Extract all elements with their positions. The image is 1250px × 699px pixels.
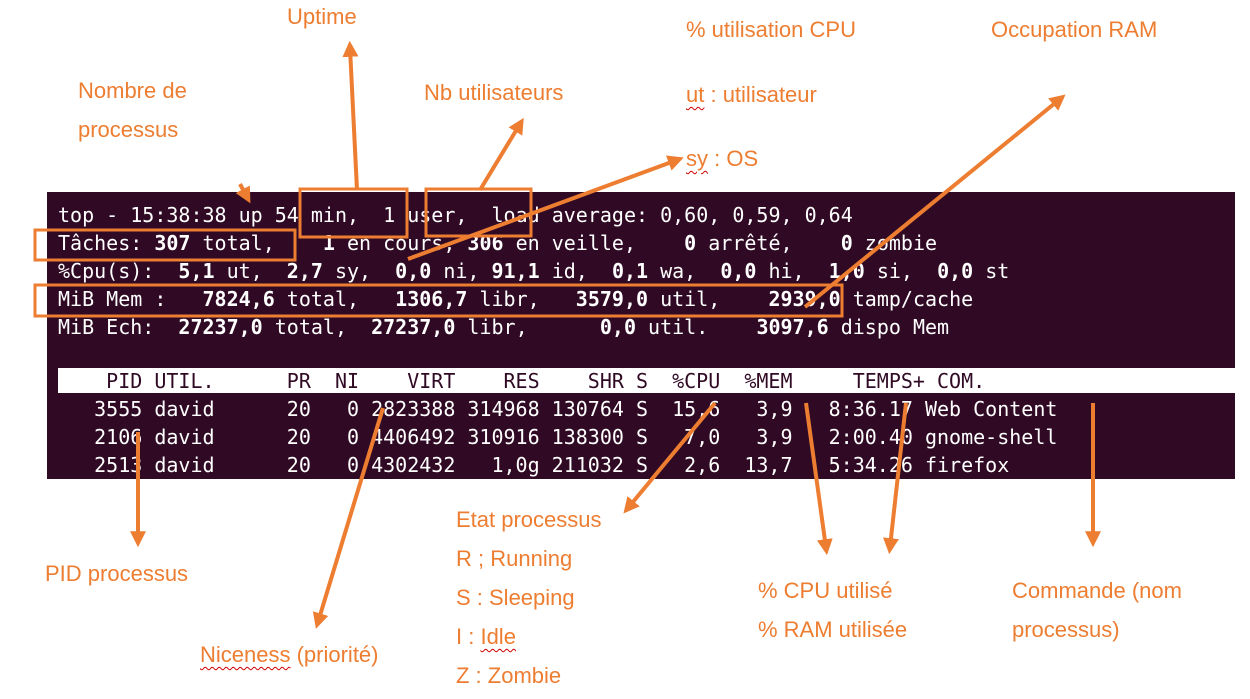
tasks-stopped-label: arrêté, [696,231,841,255]
arrow-cpu-sy [407,155,684,261]
label-commande-1: Commande (nom [1012,578,1182,603]
summary-line-cpu: %Cpu(s): 5,1 ut, 2,7 sy, 0,0 ni, 91,1 id… [58,257,1009,285]
label-etat-idle-prefix: I : [456,624,481,649]
swap-total-label: total, [262,315,372,339]
top-time: top - 15:38:38 up [58,203,275,227]
cpu-id: 91,1 [491,259,540,283]
label-cpu-utilisation: % utilisation CPU [686,17,856,42]
arrow-ram-used [883,402,908,555]
label-etat-running: R ; Running [456,546,573,571]
highlight-users-box [424,187,533,238]
word-niceness: Niceness [200,642,291,667]
cpu-wa: 0,1 [611,259,649,283]
cpu-wa-label: wa, [648,259,721,283]
arrow-users [478,117,524,192]
label-nombre-processus-1: Nombre de [78,78,187,103]
cpu-hi-label: hi, [756,259,829,283]
word-idle: Idle [480,624,516,649]
tasks-stopped: 0 [684,231,697,255]
users-value: 1 user, [383,203,468,227]
tasks-total: 307 [154,231,191,255]
label-etat-processus: Etat processus [456,507,602,532]
cpu-sy-label: sy, [322,259,396,283]
cpu-sy: 2,7 [286,259,323,283]
tasks-label: Tâches: [58,231,155,255]
label-etat-zombie: Z : Zombie [456,663,562,688]
label-etat-idle: I : Idle [456,617,516,656]
label-etat-sleeping: S : Sleeping [456,585,575,610]
process-row[interactable]: 2106 david 20 0 4406492 310916 138300 S … [58,425,1058,449]
label-nb-utilisateurs: Nb utilisateurs [424,80,564,105]
tasks-total-label: total, [190,231,323,255]
terminal-window[interactable]: top - 15:38:38 up 54 min, 1 user, load a… [47,192,1235,479]
swap-dispo: 3097,6 [756,315,829,339]
swap-libr-label: libr, [455,315,600,339]
mem-util-label: util, [648,287,769,311]
arrow-cpu-used [804,402,833,556]
arrow-etat [623,401,717,514]
word-ut: ut [686,82,705,107]
cpu-ut: 5,1 [178,259,215,283]
cpu-ni: 0,0 [395,259,432,283]
mem-label: MiB Mem : [58,287,203,311]
label-niceness-desc: (priorité) [290,642,379,667]
label-cpu-sy-desc: : OS [708,146,759,171]
summary-line-uptime: top - 15:38:38 up 54 min, 1 user, load a… [58,201,853,229]
summary-line-mem: MiB Mem : 7824,6 total, 1306,7 libr, 357… [58,285,973,313]
mem-libr-label: libr, [467,287,576,311]
label-uptime: Uptime [287,4,357,29]
cpu-ut-label: ut, [214,259,287,283]
arrow-nb-processus [235,183,251,204]
swap-dispo-label: dispo Mem [828,315,950,339]
label-commande-2: processus) [1012,617,1120,642]
arrow-niceness [312,407,385,629]
arrow-ram [803,94,1066,309]
word-sy: sy [686,146,708,171]
mem-libr: 1306,7 [395,287,468,311]
cpu-st: 0,0 [937,259,974,283]
label-nombre-processus-2: processus [78,117,179,142]
mem-total-label: total, [274,287,396,311]
uptime-value: 54 min, [274,203,360,227]
mem-cache-label: tamp/cache [840,287,974,311]
cpu-ni-label: ni, [431,259,492,283]
label-occupation-ram: Occupation RAM [991,17,1158,42]
label-pid-processus: PID processus [45,561,189,586]
mem-total: 7824,6 [202,287,275,311]
cpu-hi: 0,0 [720,259,757,283]
cpu-si-label: si, [864,259,938,283]
label-cpu-ut-desc: : utilisateur [704,82,817,107]
tasks-zombie: 0 [840,231,853,255]
tasks-zombie-label: zombie [852,231,938,255]
cpu-id-label: id, [539,259,612,283]
arrow-uptime [342,40,359,191]
label-ram-utilisee: % RAM utilisée [758,617,908,642]
highlight-uptime-box [298,187,409,239]
swap-util-label: util. [636,315,757,339]
swap-libr: 27237,0 [371,315,456,339]
swap-total: 27237,0 [178,315,263,339]
cpu-st-label: st [973,259,1010,283]
swap-label: MiB Éch: [58,315,179,339]
summary-line-swap: MiB Éch: 27237,0 total, 27237,0 libr, 0,… [58,313,949,341]
tasks-sleeping-label: en veille, [503,231,685,255]
highlight-mem-box [33,283,844,318]
highlight-tasks-box [33,228,297,262]
column-headers: PID UTIL. PR NI VIRT RES SHR S %CPU %MEM… [58,369,986,393]
mem-cache: 2939,0 [768,287,841,311]
cpu-label: %Cpu(s): [58,259,179,283]
label-cpu-utilise: % CPU utilisé [758,578,893,603]
label-cpu-ut: ut : utilisateur [686,75,817,114]
process-table-header: PID UTIL. PR NI VIRT RES SHR S %CPU %MEM… [58,368,1235,393]
swap-util: 0,0 [599,315,637,339]
label-cpu-sy: sy : OS [686,139,758,178]
mem-util: 3579,0 [575,287,649,311]
label-niceness: Niceness (priorité) [200,635,379,674]
process-row[interactable]: 3555 david 20 0 2823388 314968 130764 S … [58,397,1058,421]
